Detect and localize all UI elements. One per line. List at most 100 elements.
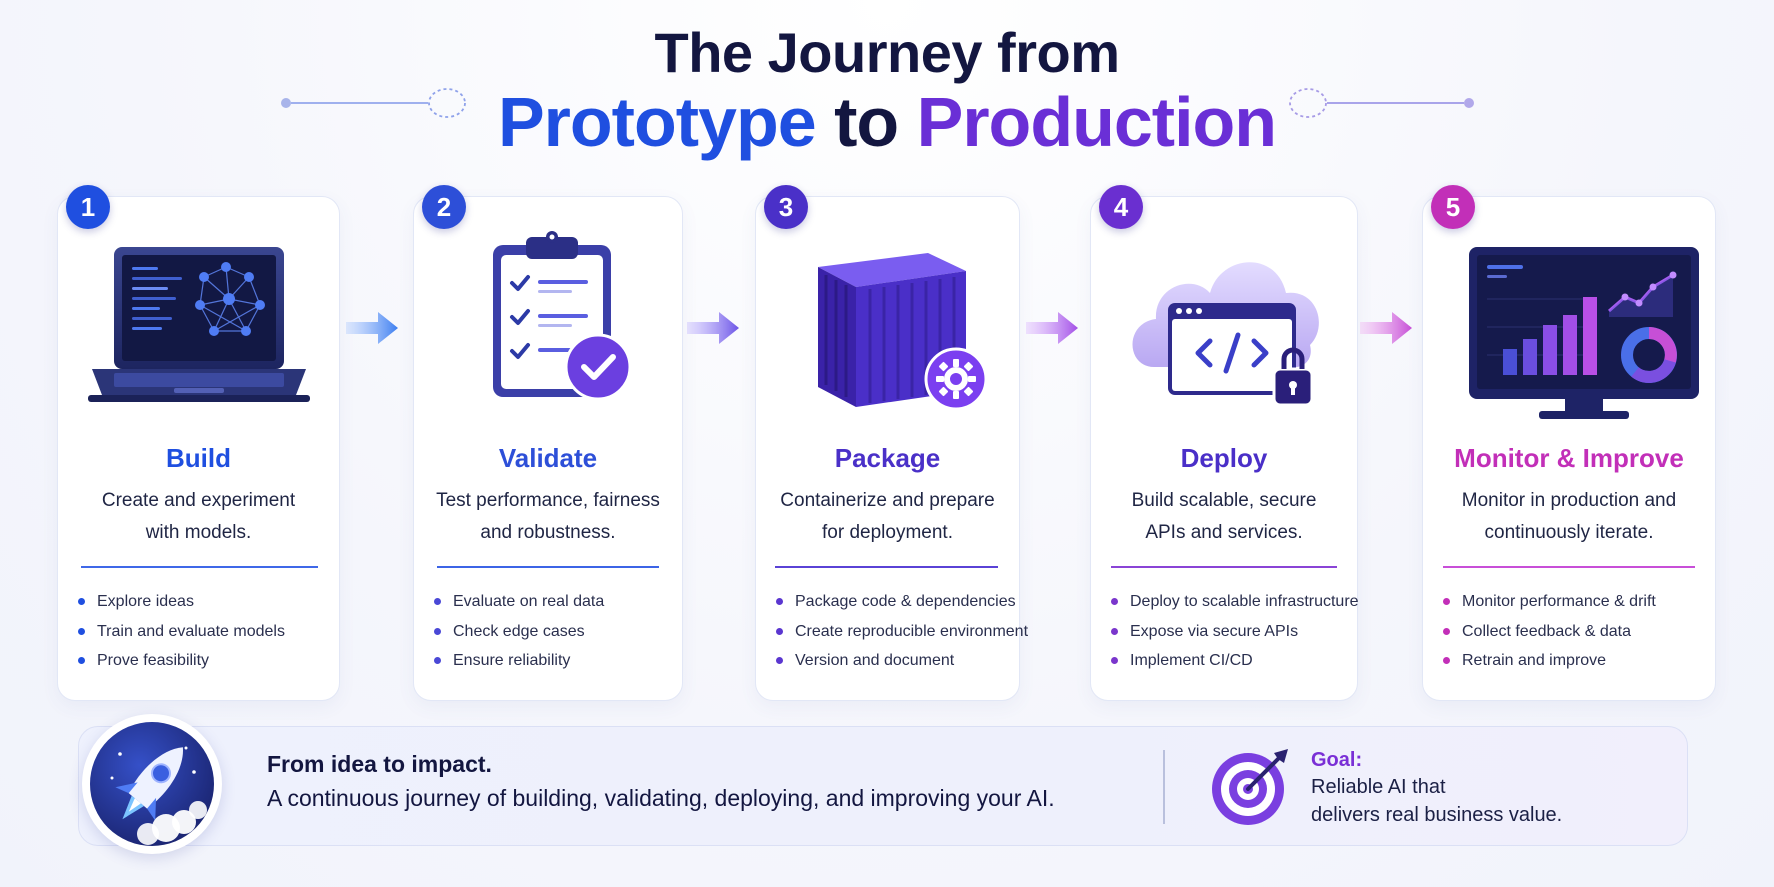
step-bullet-list: Monitor performance & drift Collect feed… [1443, 587, 1711, 676]
list-item: Package code & dependencies [776, 587, 1016, 617]
step-description: Build scalable, secure APIs and services… [1101, 485, 1347, 549]
step-description-line: APIs and services. [1145, 522, 1303, 543]
title-to: to [834, 83, 899, 161]
laptop-neural-network-icon [87, 247, 310, 402]
bullet-text: Monitor performance & drift [1462, 593, 1656, 610]
bullet-text: Evaluate on real data [453, 593, 605, 610]
title-line-2: Prototype to Production [0, 84, 1774, 160]
title-prototype: Prototype [497, 83, 817, 161]
bullet-text: Prove feasibility [97, 652, 210, 669]
bullet-text: Explore ideas [97, 593, 194, 610]
step-description: Create and experiment with models. [68, 485, 329, 549]
step-bullet-list: Package code & dependencies Create repro… [776, 587, 1028, 676]
bullet-text: Expose via secure APIs [1130, 622, 1299, 640]
step-bullet-list: Deploy to scalable infrastructure Expose… [1111, 587, 1359, 676]
bullet-dot [1443, 627, 1450, 635]
arrow-right-icon [1360, 312, 1412, 344]
banner-description: A continuous journey of building, valida… [267, 785, 1055, 811]
arrow-right-icon [346, 312, 398, 344]
rocket-icon [90, 722, 214, 846]
step-divider [437, 566, 659, 568]
bullet-text: Create reproducible environment [795, 622, 1029, 640]
list-item: Prove feasibility [78, 646, 335, 676]
bullet-text: Retrain and improve [1462, 652, 1607, 669]
bullet-text: Deploy to scalable infrastructure [1130, 593, 1359, 610]
step-card-validate: 2 Va [413, 185, 683, 701]
step-description-line: and robustness. [480, 522, 616, 543]
goal-text-line: Reliable AI that [1311, 776, 1446, 798]
list-item: Collect feedback & data [1443, 617, 1711, 647]
list-item: Ensure reliability [434, 646, 678, 676]
list-item: Evaluate on real data [434, 587, 678, 617]
bullet-text: Version and document [795, 652, 955, 669]
step-description-line: Containerize and prepare [780, 490, 995, 511]
goal-text-line: delivers real business value. [1311, 804, 1563, 826]
step-bullet-list: Explore ideas Train and evaluate models … [78, 587, 335, 676]
step-title: Build [166, 443, 231, 473]
bullet-dot [434, 627, 441, 635]
bullet-dot [776, 627, 783, 635]
bullet-text: Train and evaluate models [97, 622, 285, 640]
bullet-text: Check edge cases [453, 622, 585, 640]
step-description: Monitor in production and continuously i… [1433, 485, 1705, 549]
list-item: Expose via secure APIs [1111, 617, 1353, 647]
step-description-line: Monitor in production and [1461, 490, 1677, 511]
title-decoration-left [281, 88, 466, 118]
bullet-dot [1443, 657, 1450, 665]
bullet-dot [1111, 657, 1118, 665]
list-item: Create reproducible environment [776, 617, 1028, 647]
cloud-code-lock-icon [1132, 262, 1319, 407]
bullet-text: Collect feedback & data [1462, 622, 1631, 640]
step-divider [1111, 566, 1337, 568]
step-title: Validate [498, 443, 598, 473]
step-number-badge: 1 [66, 185, 110, 229]
bullet-dot [78, 657, 85, 665]
step-description-line: for deployment. [822, 522, 953, 543]
bullet-dot [776, 598, 783, 606]
list-item: Implement CI/CD [1111, 646, 1353, 676]
bullet-dot [776, 657, 783, 665]
step-number-badge: 2 [422, 185, 466, 229]
bullet-text: Package code & dependencies [795, 593, 1016, 610]
arrow-right-icon [1026, 312, 1078, 344]
bullet-text: Ensure reliability [453, 652, 571, 669]
step-card-monitor-improve: 5 [1422, 185, 1716, 701]
clipboard-checklist-icon [493, 231, 632, 401]
page-title: The Journey from Prototype to Production [0, 21, 1774, 161]
step-description-line: with models. [145, 522, 252, 543]
banner-headline: From idea to impact. [267, 751, 492, 777]
arrow-right-icon [687, 312, 739, 344]
bullet-dot [1443, 598, 1450, 606]
step-number-badge: 3 [764, 185, 808, 229]
list-item: Deploy to scalable infrastructure [1111, 587, 1359, 617]
title-production: Production [916, 83, 1277, 161]
monitor-dashboard-icon [1469, 247, 1699, 419]
step-number-badge: 5 [1431, 185, 1475, 229]
list-item: Version and document [776, 646, 1015, 676]
rocket-badge [82, 714, 222, 854]
step-number-badge: 4 [1099, 185, 1143, 229]
step-title: Package [834, 443, 941, 473]
goal-label: Goal: [1311, 749, 1363, 771]
list-item: Train and evaluate models [78, 617, 335, 647]
step-description-line: Create and experiment [101, 490, 296, 511]
container-gear-icon [817, 253, 987, 411]
target-arrow-icon [1212, 749, 1288, 825]
bullet-dot [434, 598, 441, 606]
bullet-dot [1111, 627, 1118, 635]
step-card-deploy: 4 Deploy [1090, 185, 1359, 701]
title-decoration-right [1289, 88, 1474, 118]
step-divider [1443, 566, 1695, 568]
summary-banner [78, 726, 1688, 846]
step-bullet-list: Evaluate on real data Check edge cases E… [434, 587, 678, 676]
title-line-1: The Journey from [654, 21, 1120, 84]
list-item: Retrain and improve [1443, 646, 1711, 676]
bullet-dot [434, 657, 441, 665]
step-description: Test performance, fairness and robustnes… [424, 485, 672, 549]
list-item: Explore ideas [78, 587, 335, 617]
step-description-line: Build scalable, secure [1131, 490, 1317, 511]
bullet-dot [78, 598, 85, 606]
list-item: Monitor performance & drift [1443, 587, 1711, 617]
step-description-line: continuously iterate. [1484, 522, 1654, 543]
